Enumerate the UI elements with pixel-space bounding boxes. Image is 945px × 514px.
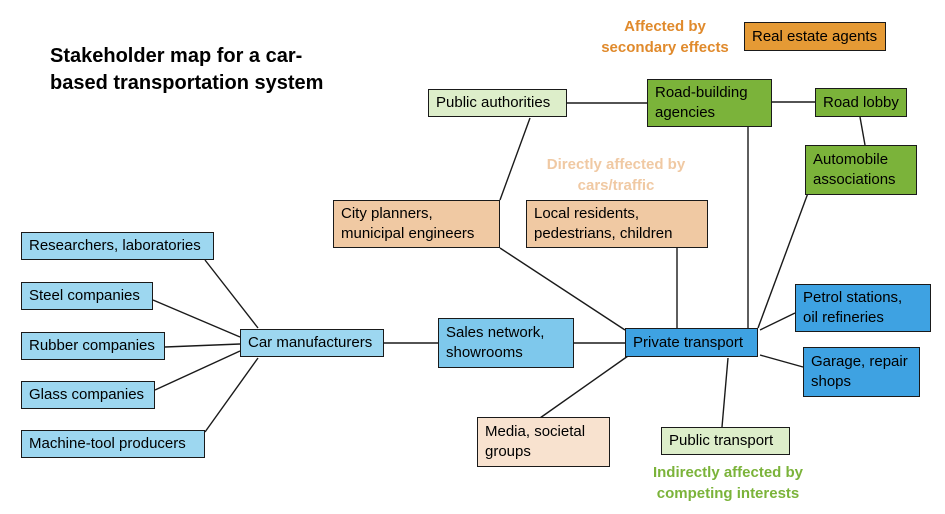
node-road-building: Road-building agencies (647, 79, 772, 127)
line-roadlobby-autoassoc (859, 116, 866, 146)
line-city-private (499, 247, 626, 331)
line-autoassoc-private (757, 192, 809, 329)
node-local-residents: Local residents, pedestrians, children (526, 200, 708, 248)
line-machine-car (204, 357, 259, 433)
line-steel-car (152, 299, 241, 338)
node-public-authorities: Public authorities (428, 89, 567, 117)
line-rubber-car (164, 343, 241, 348)
node-glass: Glass companies (21, 381, 155, 409)
node-machine-tool: Machine-tool producers (21, 430, 205, 458)
node-media: Media, societal groups (477, 417, 610, 467)
line-private-petrol (759, 312, 796, 331)
line-private-garage (759, 354, 804, 368)
line-private-publictransport (721, 357, 729, 428)
node-public-transport: Public transport (661, 427, 790, 455)
node-sales-network: Sales network, showrooms (438, 318, 574, 368)
node-rubber: Rubber companies (21, 332, 165, 360)
node-petrol-stations: Petrol stations, oil refineries (795, 284, 931, 332)
node-city-planners: City planners, municipal engineers (333, 200, 500, 248)
label-directly-affected: Directly affected by cars/traffic (546, 156, 686, 194)
line-private-media (539, 355, 629, 419)
line-glass-car (154, 350, 241, 391)
node-steel: Steel companies (21, 282, 153, 310)
line-city-authorities (499, 117, 531, 201)
node-garage: Garage, repair shops (803, 347, 920, 397)
node-automobile-associations: Automobile associations (805, 145, 917, 195)
diagram-title: Stakeholder map for a car- based transpo… (50, 45, 324, 94)
node-road-lobby: Road lobby (815, 88, 907, 117)
node-researchers: Researchers, laboratories (21, 232, 214, 260)
label-secondary-effects: Affected by secondary effects (601, 18, 729, 56)
node-car-manufacturers: Car manufacturers (240, 329, 384, 357)
node-real-estate: Real estate agents (744, 22, 886, 51)
line-researchers-car (204, 259, 259, 329)
label-indirectly-affected: Indirectly affected by competing interes… (652, 464, 804, 502)
node-private-transport: Private transport (625, 328, 758, 357)
